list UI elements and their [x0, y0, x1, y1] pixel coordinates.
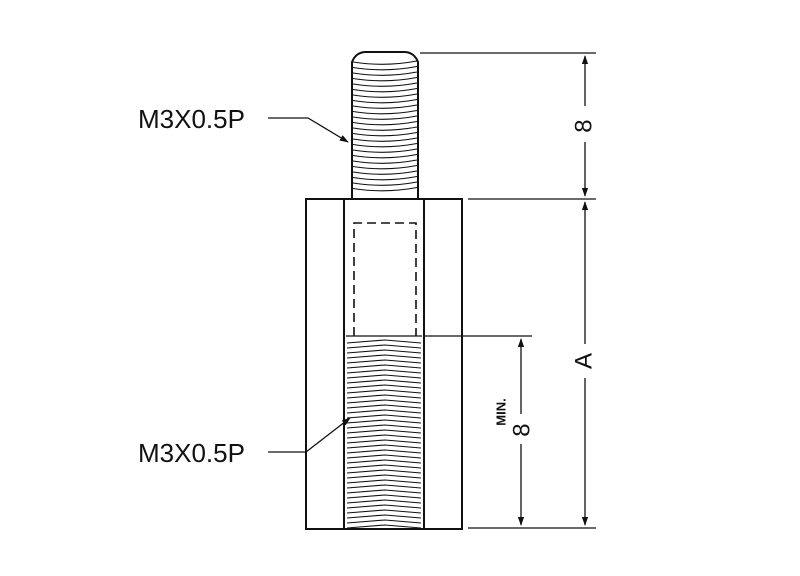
internal-thread-line: [346, 464, 422, 469]
male-stud: [351, 51, 419, 198]
internal-thread-line: [346, 409, 422, 414]
stud-thread-line: [352, 181, 418, 186]
bottom-thread-label: M3X0.5P: [138, 438, 245, 468]
internal-thread-line: [346, 389, 422, 394]
stud-thread-line: [352, 137, 418, 142]
thread-depth-value: 8: [508, 423, 535, 436]
internal-thread-line: [346, 394, 422, 399]
internal-thread-line: [346, 434, 422, 439]
internal-thread-line: [346, 384, 422, 389]
stud-thread-line: [352, 109, 418, 115]
stud-thread-line: [352, 120, 418, 126]
internal-thread-line: [346, 494, 422, 499]
internal-thread-line: [346, 364, 422, 369]
internal-thread-line: [346, 469, 422, 474]
stud-thread-line: [352, 65, 418, 71]
internal-thread-line: [346, 424, 422, 429]
internal-thread-line: [346, 449, 422, 454]
stud-thread-line: [352, 104, 418, 109]
internal-thread-line: [346, 379, 422, 384]
stud-length-value: 8: [570, 119, 597, 132]
internal-thread-line: [346, 484, 422, 489]
internal-thread-line: [346, 429, 422, 434]
top-thread-callout: M3X0.5P: [138, 104, 349, 143]
internal-thread-line: [346, 369, 422, 374]
internal-thread-line: [346, 479, 422, 484]
stud-length-dimension: 8: [420, 52, 597, 200]
stud-thread-line: [352, 164, 418, 170]
stud-thread-line: [352, 76, 418, 82]
internal-thread-line: [346, 339, 422, 344]
internal-thread-line: [346, 489, 422, 494]
stud-thread-line: [352, 60, 418, 65]
stud-thread-line: [352, 87, 418, 93]
stud-thread-line: [352, 175, 418, 181]
internal-thread-line: [346, 374, 422, 379]
top-thread-label: M3X0.5P: [138, 104, 245, 134]
internal-thread-line: [346, 399, 422, 404]
stud-thread-line: [352, 131, 418, 137]
thread-depth-dimension: 8 MIN.: [424, 335, 535, 526]
hidden-bore: [353, 222, 417, 336]
internal-thread-line: [346, 444, 422, 449]
stud-thread-line: [352, 71, 418, 76]
stud-thread-line: [352, 159, 418, 164]
internal-thread-line: [346, 419, 422, 424]
bottom-leader-arrow: [268, 417, 351, 453]
stud-thread-lines: [352, 60, 418, 192]
internal-thread-line: [346, 404, 422, 409]
internal-thread-line: [346, 509, 422, 514]
stud-thread-line: [352, 93, 418, 98]
top-leader-arrow: [268, 117, 349, 143]
stud-thread-line: [352, 98, 418, 104]
internal-thread-line: [346, 349, 422, 354]
body-length-dimension: A: [468, 201, 597, 529]
stud-thread-line: [352, 148, 418, 153]
stud-thread-line: [352, 153, 418, 159]
stud-thread-line: [352, 82, 418, 87]
internal-thread-line: [346, 504, 422, 509]
internal-thread-line: [346, 474, 422, 479]
stud-thread-line: [352, 115, 418, 120]
internal-thread-line: [346, 414, 422, 419]
internal-thread-line: [346, 439, 422, 444]
internal-thread-line: [346, 454, 422, 459]
body-length-value: A: [570, 353, 597, 369]
internal-thread-line: [346, 499, 422, 504]
internal-thread-line: [346, 519, 422, 524]
bottom-thread-callout: M3X0.5P: [138, 417, 351, 468]
stud-thread-line: [352, 170, 418, 175]
thread-depth-min-label: MIN.: [493, 398, 508, 425]
internal-thread-line: [346, 459, 422, 464]
internal-thread-line: [346, 359, 422, 364]
stud-thread-line: [352, 142, 418, 148]
internal-thread-line: [346, 514, 422, 519]
standoff-body: [305, 198, 463, 530]
stud-thread-line: [352, 186, 418, 192]
internal-thread-hatching: [346, 339, 422, 529]
internal-thread-line: [346, 354, 422, 359]
internal-thread-line: [346, 524, 422, 529]
stud-thread-line: [352, 126, 418, 131]
internal-thread-line: [346, 344, 422, 349]
body-outline: [305, 198, 463, 530]
